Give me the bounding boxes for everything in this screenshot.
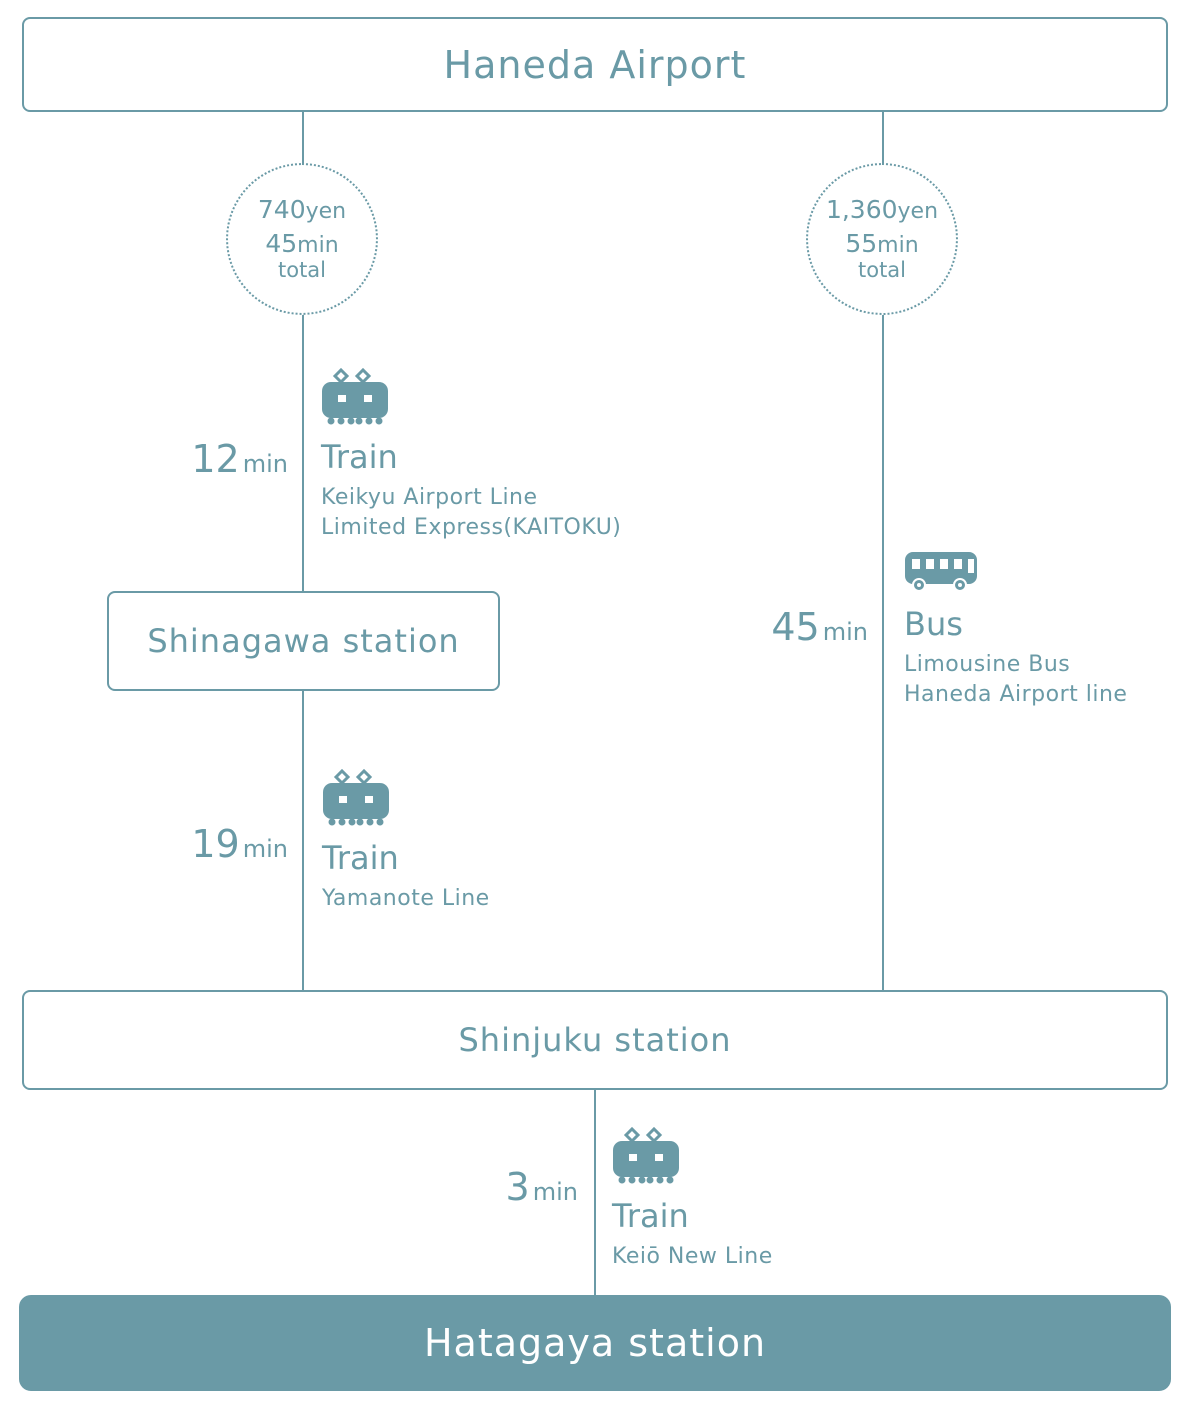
time-bus: 55min xyxy=(845,229,919,259)
station-shinjuku-label: Shinjuku station xyxy=(458,1021,732,1059)
station-hatagaya: Hatagaya station xyxy=(19,1295,1171,1391)
mode-label: Train xyxy=(612,1197,689,1235)
train-icon xyxy=(613,1126,679,1184)
line-name: Keikyu Airport Line xyxy=(321,485,538,510)
line-name: Keiō New Line xyxy=(612,1244,773,1269)
line-service: Limited Express(KAITOKU) xyxy=(321,515,622,540)
mode-label: Bus xyxy=(904,605,963,643)
fare-bus: 1,360yen xyxy=(825,195,939,225)
line-name: Yamanote Line xyxy=(322,886,490,911)
route-summary-train: 740yen 45min total xyxy=(226,163,378,315)
route-line-shinagawa-shinjuku xyxy=(302,688,304,992)
route-line-shinjuku-hatagaya xyxy=(594,1088,596,1298)
station-shinagawa: Shinagawa station xyxy=(107,591,500,691)
station-shinjuku: Shinjuku station xyxy=(22,990,1168,1090)
route-summary-bus: 1,360yen 55min total xyxy=(806,163,958,315)
route-line-haneda-shinagawa xyxy=(302,110,304,594)
line-name: Limousine Bus xyxy=(904,652,1071,677)
total-label-train: total xyxy=(277,257,327,282)
train-icon xyxy=(323,768,389,826)
station-haneda-label: Haneda Airport xyxy=(443,42,747,87)
fare-train: 740yen xyxy=(257,195,347,225)
bus-icon xyxy=(905,552,977,592)
segment-bus: Bus Limousine Bus Haneda Airport line xyxy=(904,550,1127,710)
time-train: 45min xyxy=(265,229,339,259)
line-route: Haneda Airport line xyxy=(904,682,1128,707)
segment-yamanote: Train Yamanote Line xyxy=(322,768,490,914)
station-shinagawa-label: Shinagawa station xyxy=(147,622,460,660)
segment-keikyu: Train Keikyu Airport Line Limited Expres… xyxy=(321,367,621,543)
route-line-bus xyxy=(882,110,884,992)
mode-label: Train xyxy=(322,839,399,877)
station-hatagaya-label: Hatagaya station xyxy=(423,1321,767,1365)
segment-keio: Train Keiō New Line xyxy=(612,1126,773,1272)
train-icon xyxy=(322,367,388,425)
station-haneda-airport: Haneda Airport xyxy=(22,17,1168,112)
total-label-bus: total xyxy=(857,257,907,282)
mode-label: Train xyxy=(321,438,398,476)
